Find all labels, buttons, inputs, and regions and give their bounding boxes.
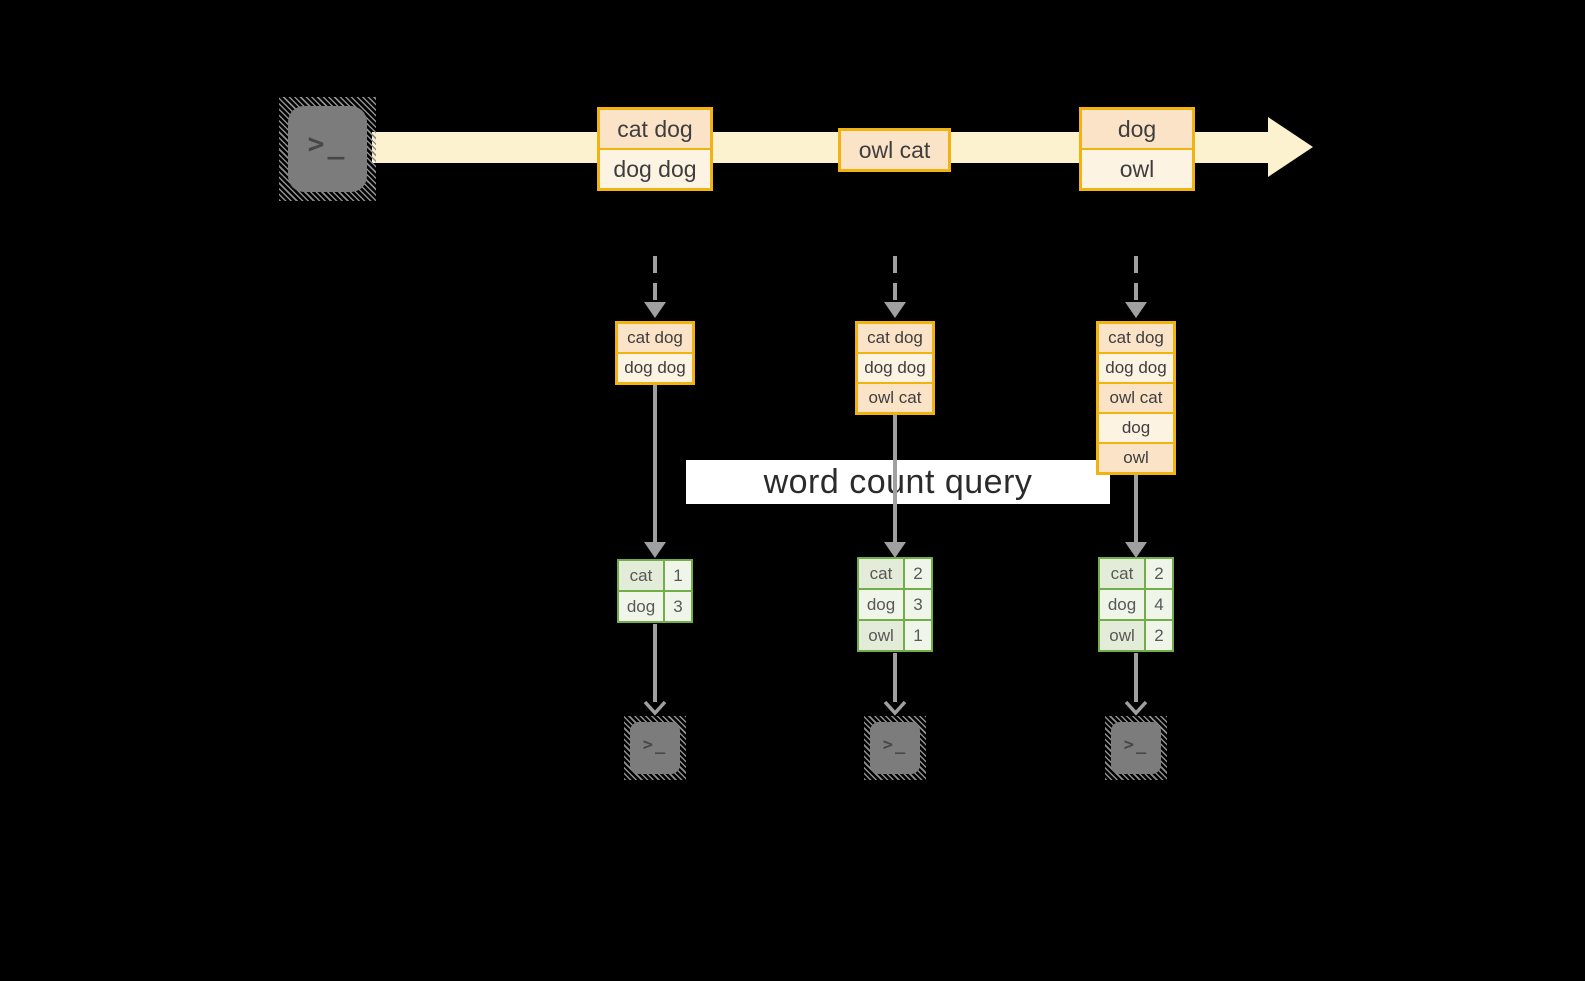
count-value: 4 (1146, 590, 1172, 619)
count-value: 1 (665, 561, 691, 590)
consumer-terminal-icon: >_ (624, 716, 686, 780)
count-value: 2 (1146, 621, 1172, 650)
count-value: 2 (1146, 559, 1172, 588)
buffer-line: owl cat (858, 384, 932, 412)
stream-message-1: cat dog dog dog (597, 107, 713, 191)
result-arrow-shaft (1134, 653, 1138, 702)
terminal-screen: >_ (1111, 722, 1161, 774)
message-line: dog (1082, 110, 1192, 148)
consumer-terminal-icon: >_ (864, 716, 926, 780)
buffer-line: dog dog (858, 354, 932, 382)
message-line: cat dog (600, 110, 710, 148)
buffer-line: owl cat (1099, 384, 1173, 412)
query-label-band: word count query (686, 460, 1110, 504)
stream-arrowhead-icon (1268, 117, 1313, 177)
buffer-box-1: cat dog dog dog (615, 321, 695, 385)
count-word: cat (859, 559, 903, 588)
query-arrow-shaft (653, 384, 657, 542)
count-table-2: cat 2 dog 3 owl 1 (857, 557, 933, 652)
count-value: 3 (905, 590, 931, 619)
terminal-prompt-icon: >_ (882, 734, 908, 755)
terminal-prompt-icon: >_ (307, 127, 348, 160)
count-value: 3 (665, 592, 691, 621)
terminal-prompt-icon: >_ (642, 734, 668, 755)
count-word: dog (1100, 590, 1144, 619)
buffer-line: cat dog (618, 324, 692, 352)
ingest-arrow-shaft (653, 256, 657, 302)
terminal-screen: >_ (288, 106, 367, 192)
buffer-box-2: cat dog dog dog owl cat (855, 321, 935, 415)
result-arrowhead-icon (643, 700, 667, 716)
query-arrow-shaft (1134, 474, 1138, 542)
producer-terminal-icon: >_ (279, 97, 376, 201)
consumer-terminal-icon: >_ (1105, 716, 1167, 780)
stream-message-3: dog owl (1079, 107, 1195, 191)
ingest-arrowhead-icon (1125, 302, 1147, 318)
ingest-arrowhead-icon (644, 302, 666, 318)
buffer-box-3: cat dog dog dog owl cat dog owl (1096, 321, 1176, 475)
result-arrow-shaft (893, 653, 897, 702)
ingest-arrowhead-icon (884, 302, 906, 318)
buffer-line: dog dog (618, 354, 692, 382)
count-word: dog (859, 590, 903, 619)
result-arrowhead-icon (1124, 700, 1148, 716)
count-word: cat (1100, 559, 1144, 588)
query-arrowhead-icon (644, 542, 666, 558)
ingest-arrow-shaft (1134, 256, 1138, 302)
count-value: 2 (905, 559, 931, 588)
message-line: owl (1082, 150, 1192, 188)
count-word: owl (1100, 621, 1144, 650)
query-arrowhead-icon (884, 542, 906, 558)
query-arrow-shaft (893, 414, 897, 542)
buffer-line: dog (1099, 414, 1173, 442)
buffer-line: owl (1099, 444, 1173, 472)
buffer-line: dog dog (1099, 354, 1173, 382)
result-arrow-shaft (653, 624, 657, 702)
count-table-1: cat 1 dog 3 (617, 559, 693, 623)
stream-message-2: owl cat (838, 128, 951, 172)
result-arrowhead-icon (883, 700, 907, 716)
count-word: cat (619, 561, 663, 590)
terminal-screen: >_ (870, 722, 920, 774)
buffer-line: cat dog (858, 324, 932, 352)
count-word: owl (859, 621, 903, 650)
count-value: 1 (905, 621, 931, 650)
buffer-line: cat dog (1099, 324, 1173, 352)
terminal-prompt-icon: >_ (1123, 734, 1149, 755)
terminal-screen: >_ (630, 722, 680, 774)
ingest-arrow-shaft (893, 256, 897, 302)
query-label: word count query (763, 462, 1033, 501)
query-arrowhead-icon (1125, 542, 1147, 558)
count-table-3: cat 2 dog 4 owl 2 (1098, 557, 1174, 652)
message-line: owl cat (841, 131, 948, 169)
message-line: dog dog (600, 150, 710, 188)
count-word: dog (619, 592, 663, 621)
